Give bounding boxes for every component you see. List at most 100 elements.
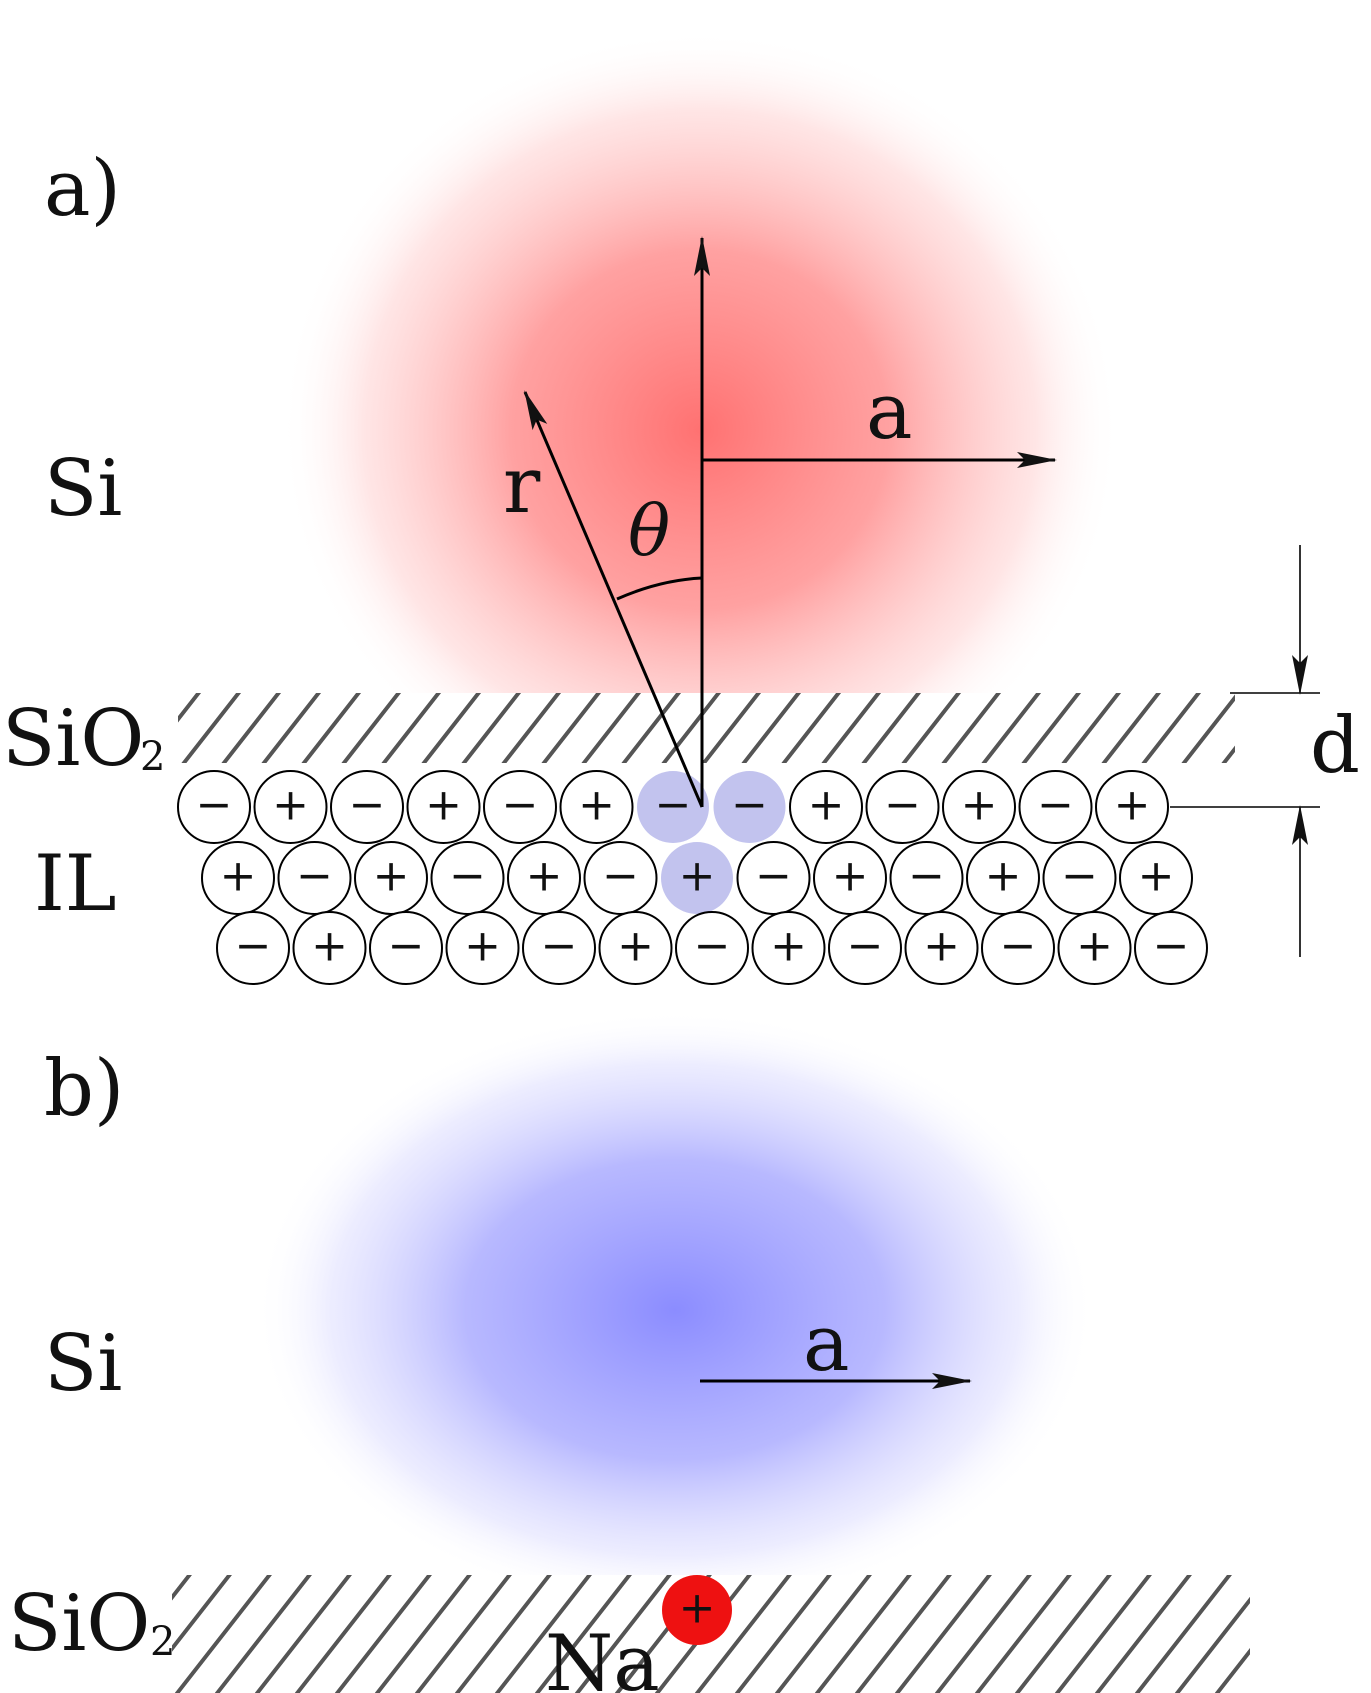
anion bbox=[981, 911, 1055, 985]
anion bbox=[675, 911, 749, 985]
cation bbox=[904, 911, 979, 985]
electron-cloud-red bbox=[280, 30, 1120, 695]
ion-charge-sign: − bbox=[847, 921, 884, 972]
anion bbox=[1042, 841, 1117, 915]
na-charge: + bbox=[679, 1583, 716, 1634]
ion-charge-sign: + bbox=[464, 921, 501, 972]
cation bbox=[598, 911, 673, 985]
si-label-b: Si bbox=[44, 1319, 122, 1409]
cation bbox=[292, 911, 367, 985]
anion-highlighted bbox=[713, 771, 786, 843]
anion bbox=[330, 770, 404, 844]
anion-highlighted bbox=[637, 771, 709, 843]
ion-charge-sign: + bbox=[311, 921, 348, 972]
anion bbox=[583, 841, 658, 915]
sio2-layer-a bbox=[178, 693, 1235, 763]
theta-angle-arc bbox=[616, 576, 703, 601]
anion bbox=[889, 841, 964, 915]
theta-label: θ bbox=[628, 490, 670, 572]
anion bbox=[430, 841, 505, 915]
cation bbox=[507, 841, 581, 915]
ion-charge-sign: − bbox=[388, 921, 425, 972]
ion-charge-sign: − bbox=[235, 921, 272, 972]
cation bbox=[966, 841, 1040, 915]
anion bbox=[369, 911, 443, 985]
ion-charge-sign: + bbox=[1138, 851, 1175, 902]
ion-charge-sign: − bbox=[541, 921, 578, 972]
anion bbox=[216, 911, 290, 985]
cation bbox=[1057, 911, 1132, 985]
cation bbox=[559, 770, 634, 844]
ion-charge-sign: + bbox=[272, 780, 309, 831]
ion-charge-sign: + bbox=[1114, 780, 1151, 831]
cation bbox=[751, 911, 826, 985]
cation bbox=[789, 770, 863, 844]
electron-cloud-blue bbox=[255, 1010, 1095, 1610]
anion bbox=[277, 841, 352, 915]
ion-charge-sign: − bbox=[449, 851, 486, 902]
ion-charge-sign: − bbox=[655, 780, 692, 831]
ion-charge-sign: + bbox=[770, 921, 807, 972]
ion-charge-sign: + bbox=[578, 780, 615, 831]
ion-charge-sign: − bbox=[1037, 780, 1074, 831]
cation bbox=[253, 770, 328, 844]
ion-charge-sign: + bbox=[526, 851, 563, 902]
cation bbox=[445, 911, 520, 985]
ion-charge-sign: − bbox=[1000, 921, 1037, 972]
ion-charge-sign: + bbox=[808, 780, 845, 831]
ion-charge-sign: + bbox=[961, 780, 998, 831]
sio2-subscript-a: 2 bbox=[140, 734, 165, 780]
panel-label-b: b) bbox=[44, 1044, 124, 1134]
cation bbox=[201, 841, 275, 915]
anion bbox=[177, 770, 251, 844]
na-label: Na bbox=[545, 1619, 660, 1693]
anion bbox=[828, 911, 902, 985]
cation bbox=[942, 770, 1016, 844]
a-label-b: a bbox=[803, 1299, 850, 1389]
ion-charge-sign: − bbox=[296, 851, 333, 902]
ion-charge-sign: + bbox=[1076, 921, 1113, 972]
cation bbox=[406, 770, 481, 844]
panel-label-a: a) bbox=[44, 144, 121, 234]
anion bbox=[736, 841, 811, 915]
ion-charge-sign: − bbox=[1153, 921, 1190, 972]
na-ion bbox=[662, 1575, 732, 1645]
ion-charge-sign: − bbox=[196, 780, 233, 831]
ion-charge-sign: + bbox=[425, 780, 462, 831]
cation bbox=[1095, 770, 1169, 844]
a-label-a: a bbox=[866, 367, 913, 457]
ion-charge-sign: − bbox=[755, 851, 792, 902]
sio2-subscript-b: 2 bbox=[150, 1619, 175, 1665]
ion-charge-sign: − bbox=[349, 780, 386, 831]
si-label-a: Si bbox=[44, 444, 122, 534]
anion bbox=[865, 770, 940, 844]
panel-b: b) Si SiO 2 a Na + bbox=[8, 1010, 1250, 1693]
anion bbox=[483, 770, 557, 844]
ion-charge-sign: − bbox=[731, 780, 768, 831]
anion bbox=[1018, 770, 1093, 844]
sio2-label-a: SiO bbox=[2, 694, 144, 784]
ion-charge-sign: + bbox=[617, 921, 654, 972]
sio2-label-b: SiO bbox=[8, 1579, 150, 1669]
il-label: IL bbox=[34, 839, 117, 929]
cation bbox=[1119, 841, 1193, 915]
ion-charge-sign: + bbox=[373, 851, 410, 902]
ion-charge-sign: − bbox=[694, 921, 731, 972]
r-vector-arrow bbox=[523, 390, 704, 808]
panel-a: a) Si SiO 2 IL −+−+−+−−+−+−++−+−+−+−+−+−… bbox=[2, 30, 1360, 985]
ion-charge-sign: + bbox=[220, 851, 257, 902]
anion bbox=[1134, 911, 1208, 985]
ion-charge-sign: + bbox=[923, 921, 960, 972]
r-label: r bbox=[503, 441, 541, 531]
cation bbox=[354, 841, 428, 915]
cation-highlighted bbox=[661, 842, 733, 914]
ion-charge-sign: − bbox=[1061, 851, 1098, 902]
ion-charge-sign: + bbox=[832, 851, 869, 902]
d-label: d bbox=[1310, 701, 1360, 791]
ion-charge-sign: − bbox=[884, 780, 921, 831]
ion-charge-sign: − bbox=[602, 851, 639, 902]
ion-charge-sign: − bbox=[908, 851, 945, 902]
ion-charge-sign: + bbox=[679, 851, 716, 902]
anion bbox=[522, 911, 596, 985]
